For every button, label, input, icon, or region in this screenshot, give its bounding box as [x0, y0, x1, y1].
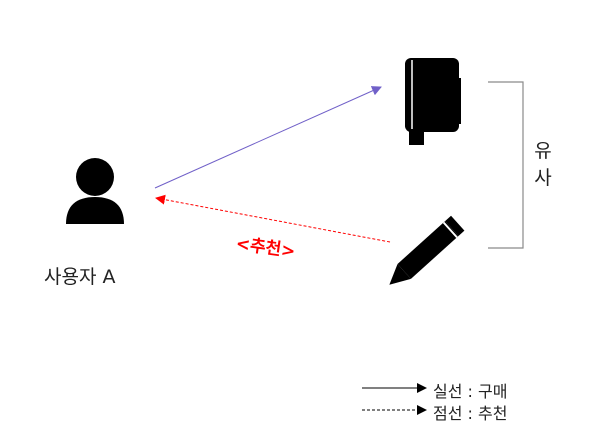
user-icon [66, 158, 124, 224]
user-label: 사용자 A [44, 266, 116, 288]
pencil-icon [389, 215, 465, 285]
similarity-bracket [488, 81, 524, 249]
legend-dashed-label: 점선 : 추천 [433, 404, 508, 423]
legend-solid-label: 실선 : 구매 [433, 382, 508, 401]
purchase-edge [154, 86, 382, 189]
similarity-label: 유사 [534, 140, 552, 189]
notebook-icon [405, 58, 461, 145]
